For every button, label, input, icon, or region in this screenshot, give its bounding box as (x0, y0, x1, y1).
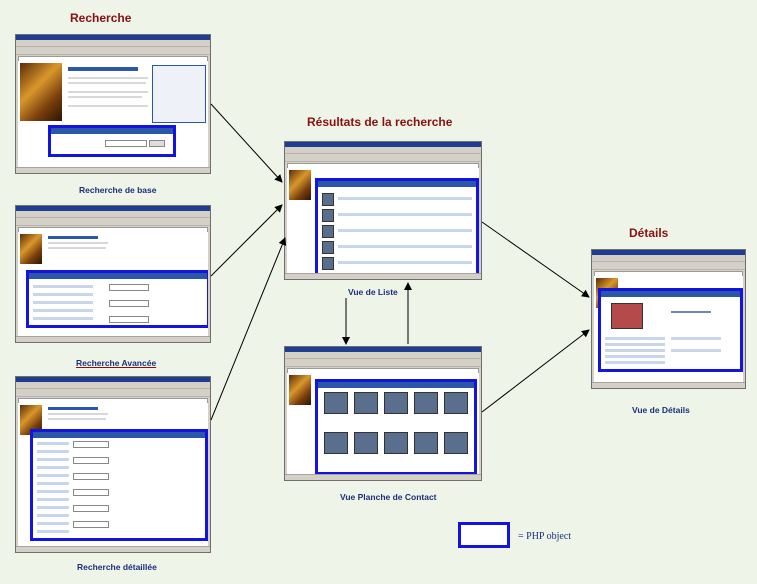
php-object-basic-search (48, 125, 176, 157)
caption-vue-planche-de-contact: Vue Planche de Contact (340, 492, 437, 502)
arrow-list-to-details (481, 221, 590, 298)
title-resultats: Résultats de la recherche (307, 115, 453, 129)
php-object-contact-sheet (315, 379, 477, 475)
php-object-detailed-search (30, 429, 208, 541)
caption-recherche-detaillee: Recherche détaillée (77, 562, 157, 572)
screenshot-vue-de-details (591, 249, 746, 389)
caption-vue-de-liste: Vue de Liste (348, 287, 398, 297)
screenshot-recherche-avancee (15, 205, 211, 343)
arrow-advanced-to-results (210, 204, 283, 277)
caption-recherche-avancee: Recherche Avancée (76, 358, 157, 368)
caption-vue-de-details: Vue de Détails (632, 405, 690, 415)
legend-php-object-label: = PHP object (518, 531, 572, 542)
title-recherche: Recherche (70, 11, 132, 25)
title-details: Détails (629, 226, 669, 240)
php-object-details-view (598, 288, 743, 372)
screenshot-recherche-de-base (15, 34, 211, 174)
screenshot-vue-de-liste (284, 141, 482, 280)
php-object-list-view (315, 178, 479, 274)
screenshot-recherche-detaillee (15, 376, 211, 553)
arrow-contact-to-details (481, 329, 590, 413)
arrow-base-to-results (210, 103, 283, 183)
columns-image (20, 63, 62, 121)
screenshot-vue-planche-de-contact (284, 346, 482, 481)
arrow-detailed-to-results (210, 237, 287, 421)
php-object-advanced-search (26, 270, 208, 328)
legend-php-object-swatch (458, 522, 510, 548)
caption-recherche-de-base: Recherche de base (79, 185, 157, 195)
